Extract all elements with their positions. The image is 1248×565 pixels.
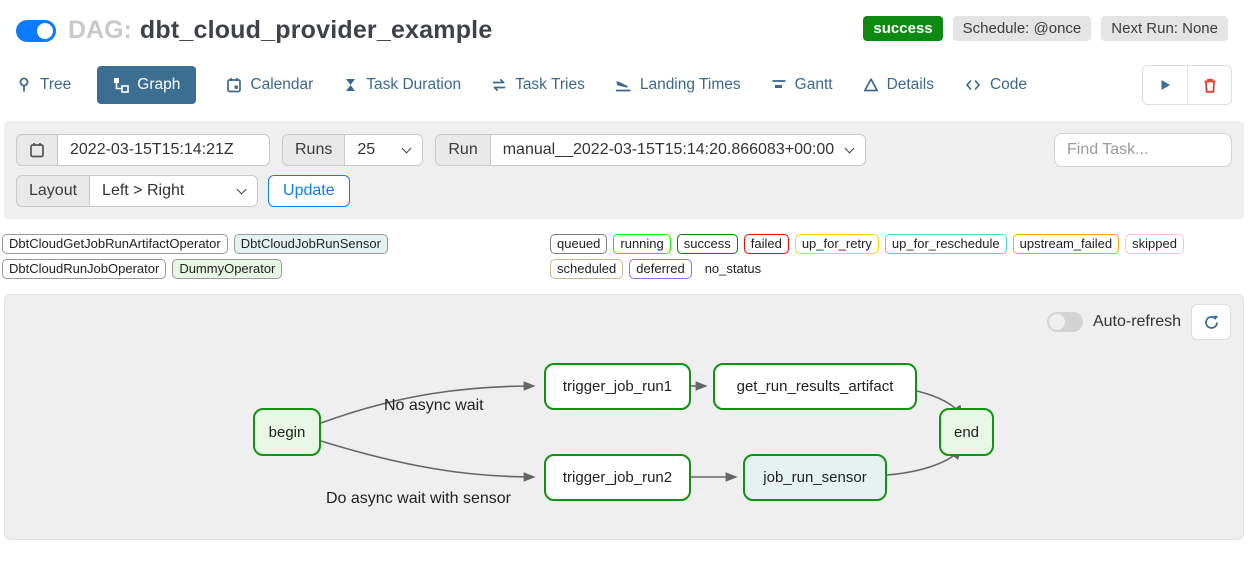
num-runs-value: 25 [357, 141, 376, 158]
dag-run-value: manual__2022-03-15T15:14:20.866083+00:00 [502, 141, 835, 158]
calendar-icon [30, 143, 44, 158]
dag-run-select[interactable]: manual__2022-03-15T15:14:20.866083+00:00 [490, 134, 867, 166]
task-node-job_run_sensor[interactable]: job_run_sensor [743, 454, 887, 501]
tab-label: Gantt [794, 76, 833, 93]
execution-date-group [16, 134, 270, 166]
dag-header: DAG: dbt_cloud_provider_example success … [0, 0, 1248, 45]
runs-label: Runs [282, 134, 346, 166]
trash-icon [1204, 78, 1215, 93]
code-icon [966, 80, 980, 90]
task-node-trigger_job_run1[interactable]: trigger_job_run1 [544, 363, 691, 410]
legend-state-up_for_retry: up_for_retry [794, 234, 879, 254]
task-node-trigger_job_run2[interactable]: trigger_job_run2 [544, 454, 691, 501]
tab-calendar[interactable]: Calendar [226, 66, 313, 104]
chevron-down-icon [236, 184, 247, 195]
view-tabs: Tree Graph Calendar Task Duration Task T… [0, 45, 1248, 105]
tab-label: Graph [137, 76, 181, 93]
edge-label: Do async wait with sensor [326, 490, 511, 507]
dag-action-buttons [1142, 65, 1232, 105]
run-label: Run [435, 134, 491, 166]
tab-graph[interactable]: Graph [97, 66, 197, 104]
play-icon [1161, 80, 1170, 90]
tab-task-tries[interactable]: Task Tries [491, 66, 585, 104]
layout-select[interactable]: Left > Right [90, 175, 259, 207]
status-badge: success [863, 16, 943, 41]
legend-state-deferred: deferred [629, 259, 692, 279]
legend-state-success: success [676, 234, 738, 254]
legend-state-failed: failed [743, 234, 789, 254]
layout-label: Layout [16, 175, 91, 207]
update-button[interactable]: Update [268, 175, 350, 207]
schedule-badge: Schedule: @once [952, 16, 1092, 41]
legend-state-upstream_failed: upstream_failed [1012, 234, 1120, 254]
delete-dag-button[interactable] [1187, 66, 1231, 104]
tab-label: Landing Times [639, 76, 741, 93]
repeat-icon [492, 79, 506, 91]
calendar-icon [227, 78, 242, 93]
edge-label: No async wait [384, 397, 484, 414]
find-task-input[interactable] [1054, 133, 1232, 167]
tab-label: Task Duration [366, 76, 462, 93]
graph-controls: Auto-refresh [1046, 304, 1231, 340]
tab-label: Calendar [250, 76, 314, 93]
tab-details[interactable]: Details [863, 66, 934, 104]
refresh-icon [1204, 315, 1218, 329]
auto-refresh-label: Auto-refresh [1092, 313, 1181, 330]
dag-title: dbt_cloud_provider_example [139, 16, 493, 44]
execution-date-input[interactable] [58, 134, 270, 166]
auto-refresh-toggle[interactable] [1046, 312, 1083, 332]
dag-pause-toggle[interactable] [16, 19, 56, 42]
plane-landing-icon [615, 81, 631, 92]
details-icon [863, 78, 878, 92]
tree-icon [19, 77, 29, 92]
tab-landing-times[interactable]: Landing Times [615, 66, 741, 104]
chevron-down-icon [844, 143, 855, 154]
legend-state-queued: queued [550, 234, 608, 254]
task-node-begin[interactable]: begin [253, 408, 321, 456]
legend-operator-DbtCloudJobRunSensor: DbtCloudJobRunSensor [233, 234, 388, 254]
toggle-knob [37, 22, 53, 39]
tab-task-duration[interactable]: Task Duration [343, 66, 461, 104]
tab-label: Code [989, 76, 1028, 93]
graph-icon [114, 78, 130, 93]
legend-state-scheduled: scheduled [550, 259, 624, 279]
gantt-icon [772, 80, 786, 88]
tab-label: Tree [40, 76, 72, 93]
dag-graph-panel: begin trigger_job_run1 get_run_results_art… [4, 294, 1244, 540]
refresh-button[interactable] [1191, 304, 1231, 340]
num-runs-select[interactable]: 25 [345, 134, 424, 166]
hourglass-icon [346, 79, 356, 91]
graph-filter-panel: Runs 25 Run manual__2022-03-15T15:14:20.… [4, 121, 1244, 219]
tab-label: Details [886, 76, 934, 93]
dag-run-group: Run manual__2022-03-15T15:14:20.866083+0… [435, 134, 867, 166]
next-run-badge: Next Run: None [1101, 16, 1228, 41]
layout-group: Layout Left > Right [16, 175, 259, 207]
legend-operator-DbtCloudRunJobOperator: DbtCloudRunJobOperator [2, 259, 167, 279]
trigger-dag-button[interactable] [1143, 66, 1187, 104]
chevron-down-icon [401, 143, 412, 154]
num-runs-group: Runs 25 [282, 134, 424, 166]
task-node-end[interactable]: end [939, 408, 994, 456]
tab-code[interactable]: Code [964, 66, 1027, 104]
legend-state-no_status: no_status [704, 261, 762, 276]
calendar-addon [16, 134, 58, 166]
legend-state-running: running [613, 234, 671, 254]
tab-tree[interactable]: Tree [16, 66, 71, 104]
tab-gantt[interactable]: Gantt [771, 66, 833, 104]
dag-prefix-label: DAG: [68, 16, 132, 44]
task-node-get_run_results_artifact[interactable]: get_run_results_artifact [713, 363, 917, 410]
legend-state-up_for_reschedule: up_for_reschedule [884, 234, 1007, 254]
toggle-knob [1048, 314, 1065, 330]
layout-value: Left > Right [102, 182, 185, 199]
legend-operator-DbtCloudGetJobRunArtifactOperator: DbtCloudGetJobRunArtifactOperator [2, 234, 228, 254]
legend-operator-DummyOperator: DummyOperator [172, 259, 283, 279]
legend-state-skipped: skipped [1125, 234, 1184, 254]
tab-label: Task Tries [515, 76, 585, 93]
